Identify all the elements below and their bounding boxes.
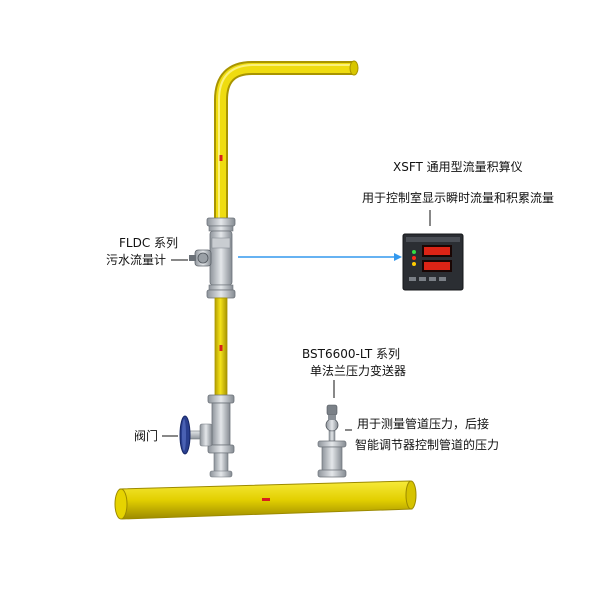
transmitter-name-label: 单法兰压力变送器: [310, 364, 407, 378]
flow-totalizer: [402, 233, 464, 291]
pressure-description-line-1: 用于测量管道压力，后接: [357, 417, 490, 431]
flowmeter-lower-flange: [206, 284, 236, 299]
transmitter-series-label: BST6600-LT 系列: [302, 347, 401, 361]
flowmeter-name-label: 污水流量计: [106, 253, 167, 267]
flowmeter-series-label: FLDC 系列: [119, 236, 179, 250]
top-pipe: [214, 60, 359, 220]
signal-arrow: [394, 253, 402, 261]
valve-assembly: [179, 394, 235, 478]
flowmeter-body: [189, 230, 233, 286]
meter-description-label: 用于控制室显示瞬时流量和积累流量: [362, 191, 555, 205]
pressure-description-line-2: 智能调节器控制管道的压力: [355, 438, 500, 452]
pressure-transmitter: [317, 404, 347, 478]
flowmeter-upper-flange: [206, 217, 236, 232]
middle-pipe: [214, 297, 228, 397]
meter-model-label: XSFT 通用型流量积算仪: [393, 160, 523, 174]
valve-label: 阀门: [134, 429, 159, 443]
bottom-pipe: [114, 480, 417, 520]
